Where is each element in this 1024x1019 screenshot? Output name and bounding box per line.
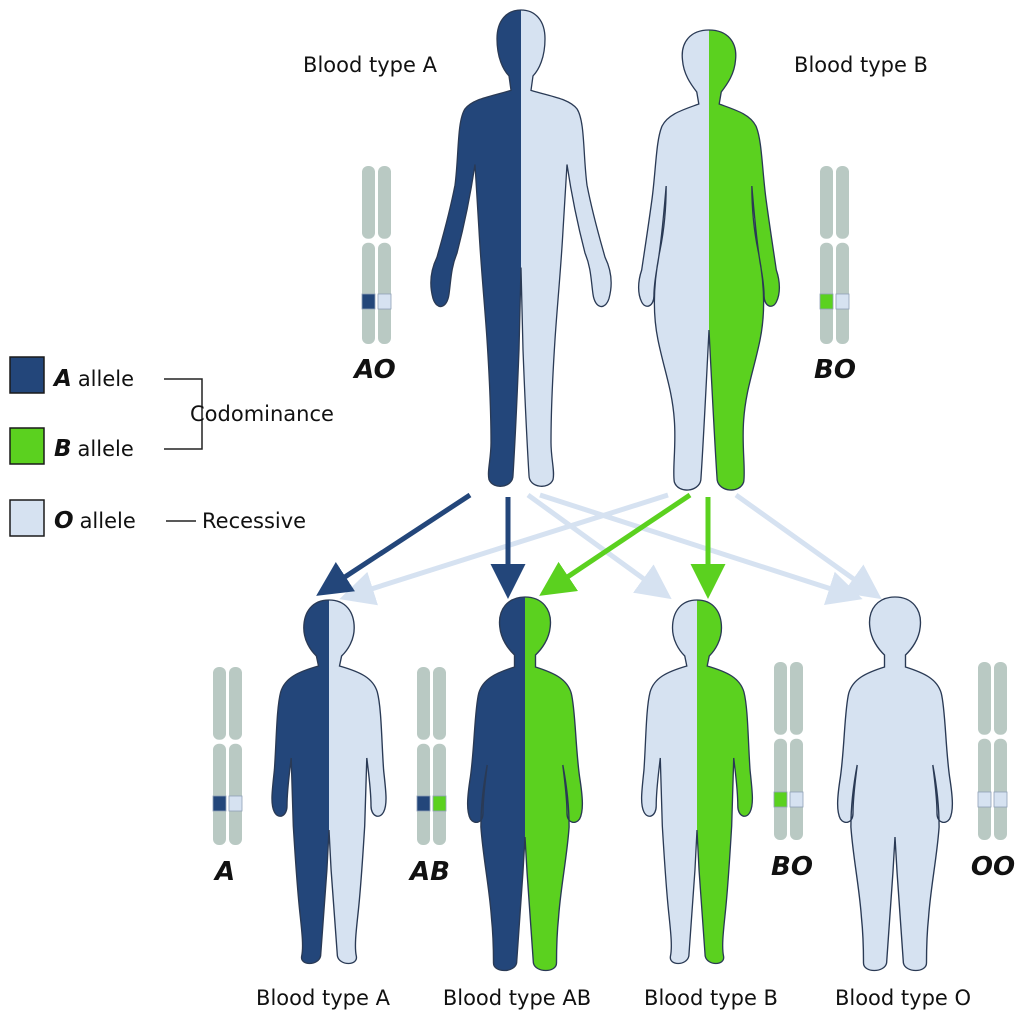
chromosome-arm <box>994 738 1007 840</box>
chromosome-arm <box>774 738 787 840</box>
allele-band-b <box>773 791 788 808</box>
child-a-genotype: A <box>213 857 235 887</box>
chromosome-pair-child-a <box>212 667 243 845</box>
chromosome-arm <box>229 667 242 740</box>
legend-swatch-b <box>9 427 45 465</box>
chromosome-pair-mother <box>819 166 850 344</box>
chromosome-arm <box>378 166 391 239</box>
chromosome-arm <box>820 242 833 344</box>
recessive-label: Recessive <box>202 509 306 533</box>
allele-band-o <box>789 791 804 808</box>
chromosome-arm <box>836 166 849 239</box>
a-allele-arrows <box>316 492 526 599</box>
arrow-father-o-to-child-b <box>526 492 672 600</box>
child-o-label: Blood type O <box>835 986 971 1010</box>
codominance-bracket <box>164 378 203 450</box>
legend-text-a: allele <box>78 367 134 391</box>
child-ab-genotype: AB <box>408 857 450 887</box>
codominance-label: Codominance <box>190 402 334 426</box>
parent-father-genotype: AO <box>352 355 395 385</box>
chromosome-arm <box>229 743 242 845</box>
allele-band-b <box>819 293 834 310</box>
chromosome-arm <box>978 738 991 840</box>
child-o-figure <box>836 596 954 972</box>
chromosome-arm <box>994 662 1007 735</box>
chromosome-pair-child-ab <box>416 667 447 845</box>
child-ab-label: Blood type AB <box>443 986 591 1010</box>
arrow-father-o-to-child-o <box>539 492 863 606</box>
allele-band-a <box>416 795 431 812</box>
legend-letter-a: A <box>52 366 72 392</box>
allele-band-b <box>432 795 447 812</box>
legend-text-b: allele <box>78 437 134 461</box>
chromosome-arm <box>433 743 446 845</box>
child-o-genotype: OO <box>971 852 1015 882</box>
allele-band-o <box>377 293 392 310</box>
parent-mother-figure <box>637 29 781 491</box>
parent-mother-label: Blood type B <box>794 53 928 77</box>
child-b-figure <box>640 599 754 965</box>
child-a-figure <box>271 599 387 965</box>
chromosome-arm <box>378 242 391 344</box>
allele-band-o <box>977 791 992 808</box>
legend-letter-b: B <box>54 436 72 462</box>
chromosome-arm <box>820 166 833 239</box>
chromosome-pair-child-o <box>977 662 1008 840</box>
chromosome-arm <box>362 242 375 344</box>
allele-band-o <box>993 791 1008 808</box>
arrow-father-a-to-child-a <box>316 492 472 596</box>
chromosome-pair-child-b <box>773 662 804 840</box>
chromosome-arm <box>978 662 991 735</box>
legend-letter-o: O <box>54 508 74 534</box>
legend-swatch-o <box>9 499 45 537</box>
chromosome-arm <box>213 743 226 845</box>
chromosome-arm <box>433 667 446 740</box>
parent-father-figure <box>430 9 612 487</box>
chromosome-pair-father <box>361 166 392 344</box>
child-a-label: Blood type A <box>256 986 391 1010</box>
chromosome-arm <box>362 166 375 239</box>
child-b-label: Blood type B <box>644 986 778 1010</box>
parent-father-label: Blood type A <box>303 53 438 77</box>
chromosome-arm <box>774 662 787 735</box>
chromosome-arm <box>213 667 226 740</box>
child-ab-figure <box>466 596 584 972</box>
allele-band-a <box>361 293 376 310</box>
chromosome-arm <box>417 667 430 740</box>
allele-band-a <box>212 795 227 812</box>
parent-mother-genotype: BO <box>814 355 856 385</box>
legend-swatch-a <box>9 356 45 394</box>
chromosome-arm <box>836 242 849 344</box>
arrow-mother-b-to-child-ab <box>539 492 692 596</box>
arrow-mother-o-to-child-o <box>734 492 882 600</box>
chromosome-arm <box>417 743 430 845</box>
chromosome-arm <box>790 738 803 840</box>
chromosome-arm <box>790 662 803 735</box>
b-allele-arrows <box>539 492 726 599</box>
allele-band-o <box>228 795 243 812</box>
allele-band-o <box>835 293 850 310</box>
legend-text-o: allele <box>80 509 136 533</box>
child-b-genotype: BO <box>771 852 813 882</box>
